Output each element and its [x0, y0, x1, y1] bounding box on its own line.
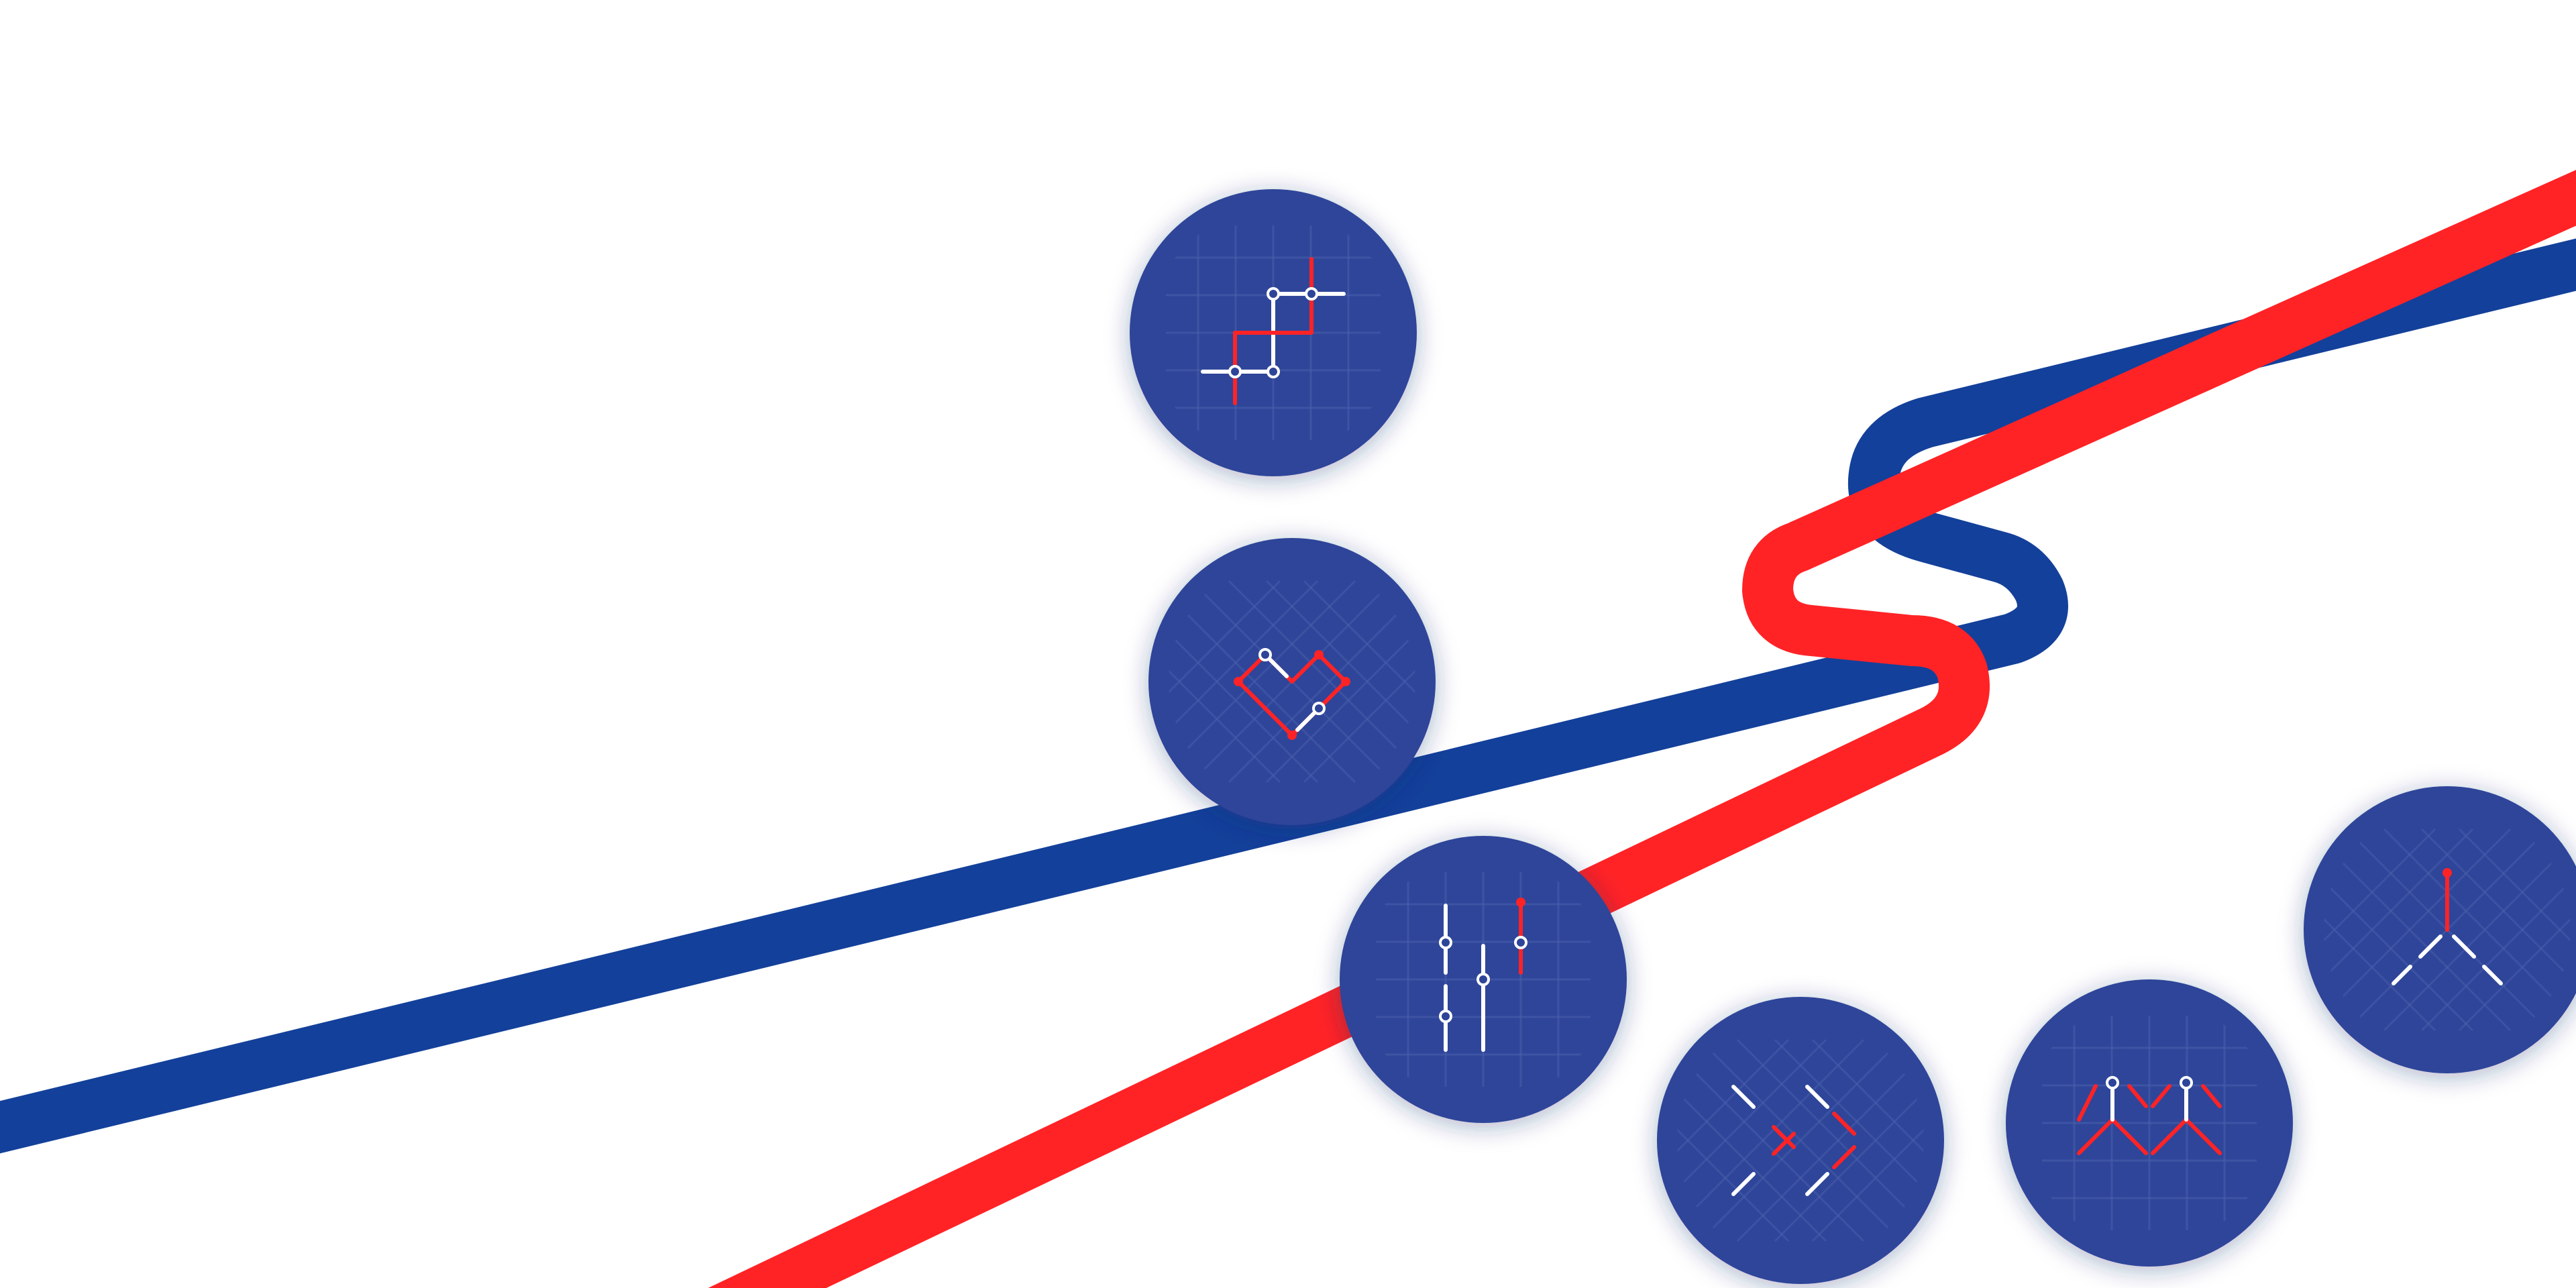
blue-ribbon [0, 238, 2576, 1154]
icon-discs [1130, 189, 2576, 1284]
stepped-path-grid-icon [1130, 189, 1417, 476]
branching-fork-icon [2304, 786, 2576, 1073]
vertical-bars-grid-icon [1340, 836, 1627, 1123]
diamond-lattice-icon [1148, 538, 1436, 825]
red-ribbon [708, 170, 2576, 1288]
cross-diagonals-icon [1657, 997, 1944, 1284]
twin-peaks-icon [2006, 979, 2293, 1267]
